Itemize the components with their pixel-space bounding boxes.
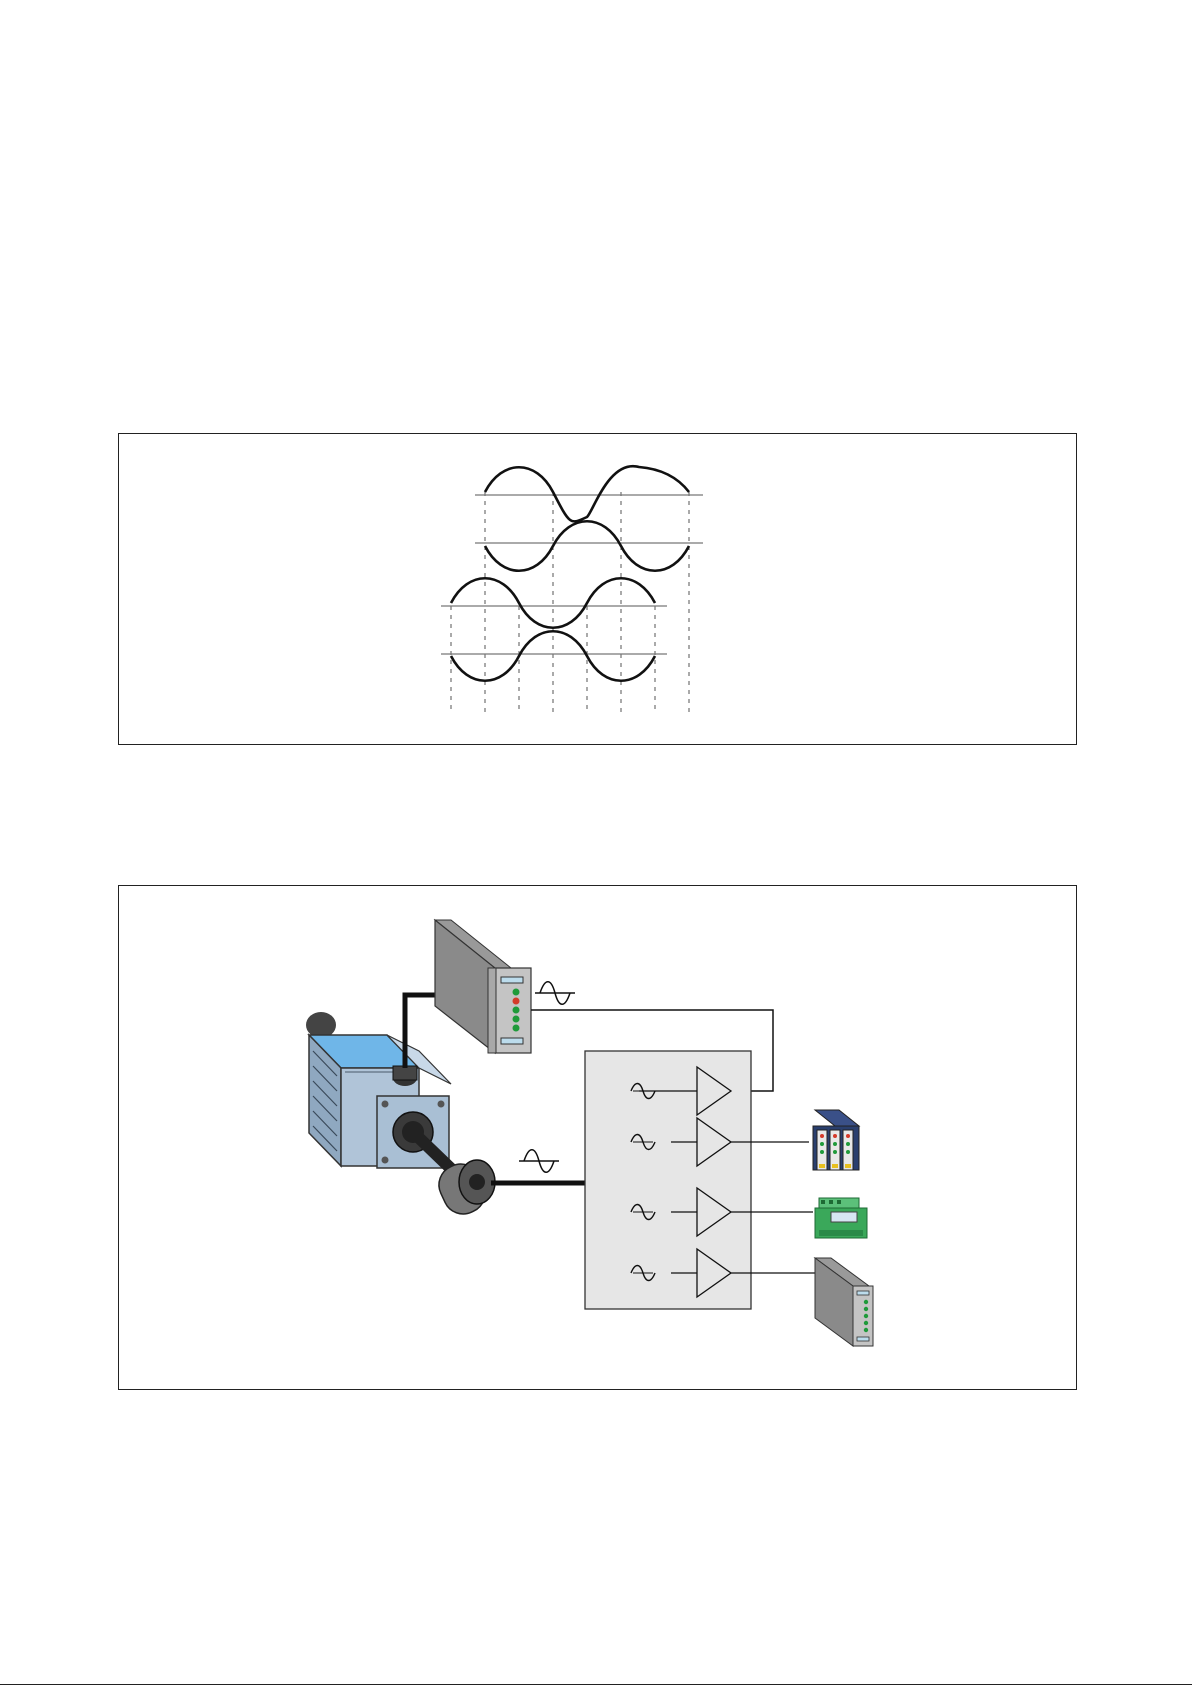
system-diagram — [119, 886, 1078, 1391]
terminal-block-icon — [815, 1198, 867, 1238]
rack-icon — [813, 1110, 859, 1170]
module-icon — [815, 1258, 873, 1346]
upper-pair — [475, 466, 703, 571]
lower-pair — [441, 578, 667, 681]
module-icon — [435, 920, 531, 1053]
signal-a-trace — [485, 466, 689, 521]
system-figure-frame — [118, 885, 1077, 1390]
waveform-figure-frame — [118, 433, 1077, 745]
waveform-figure — [119, 434, 1078, 746]
sine-symbol-icon — [519, 1150, 559, 1173]
signal-a-inverted-trace — [485, 521, 689, 571]
sine-symbol-icon — [535, 982, 575, 1005]
